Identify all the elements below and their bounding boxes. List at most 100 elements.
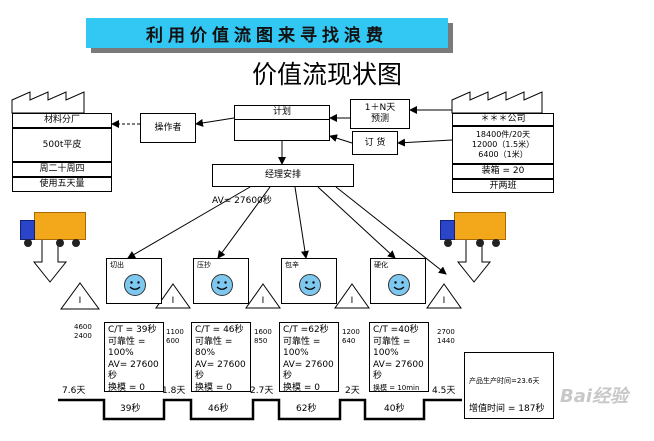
process-time-4: 40秒: [384, 404, 405, 414]
cycle-time: C/T = 39秒: [108, 325, 157, 335]
summary-box: 产品生产时间=23.6天 增值时间 = 187秒: [464, 352, 554, 419]
process-time-3: 62秒: [296, 404, 317, 414]
manager-box: 经理安排: [212, 164, 354, 187]
data-line: 换模 = 0: [108, 382, 145, 393]
data-line: 可靠性 =: [373, 336, 411, 347]
cycle-time: C/T = 46秒: [195, 325, 244, 335]
data-line: 可靠性 =: [108, 336, 146, 347]
customer-name: ＊＊＊公司: [452, 113, 554, 126]
wait-time-3: 2.7天: [250, 386, 274, 396]
supplier-factory-icon: [11, 91, 85, 114]
changeover-time: 换模 = 10min: [373, 383, 420, 392]
inventory-marker-5: I: [442, 295, 446, 306]
operator-box: 操作者: [140, 113, 196, 143]
customer-shift: 开两班: [452, 179, 554, 193]
data-line: 换模 = 0: [283, 382, 320, 393]
inventory-marker-1: I: [78, 295, 82, 306]
lead-time: 产品生产时间=23.6天: [469, 377, 540, 385]
data-line: 80%: [195, 348, 216, 358]
inventory-count-value: 2400: [74, 332, 92, 340]
customer-demand: 18400件/20天 12000（1.5米） 6400（1米）: [452, 126, 554, 164]
data-line: 可靠性 =: [195, 336, 233, 347]
banner-title: 利用价值流图来寻找浪费: [86, 18, 448, 48]
inventory-count-4: 1200 640: [342, 328, 360, 346]
supplier-inventory: 使用五天量: [12, 177, 112, 192]
supplier-spec: 500t平皮: [12, 128, 112, 162]
inventory-count-1: 4600 2400: [74, 323, 92, 341]
process-data-2: C/T = 46秒 可靠性 = 80% AV= 27600 秒 换模 = 0: [191, 322, 251, 393]
data-line: 秒: [373, 371, 383, 381]
process-data-3: C/T =62秒 可靠性 = 100% AV= 27600 秒 换模 = 0: [279, 322, 339, 393]
process-name: 硬化: [374, 261, 388, 269]
process-time-1: 39秒: [120, 404, 141, 414]
available-time-label: AV= 27600秒: [212, 196, 272, 206]
customer-truck-icon: [440, 212, 510, 247]
data-line: 100%: [373, 348, 399, 358]
data-line: 换模 = 0: [195, 382, 232, 393]
data-line: AV= 27600: [373, 359, 424, 370]
page-title: 价值流现状图: [251, 60, 402, 89]
data-line: 100%: [108, 348, 134, 358]
data-line: AV= 27600: [283, 359, 334, 370]
value-added-time: 增值时间 = 187秒: [469, 404, 545, 414]
wait-time-2: 1.8天: [162, 386, 186, 396]
process-data-4: C/T =40秒 可靠性 = 100% AV= 27600 秒 换模 = 10m…: [369, 322, 429, 392]
cycle-time: C/T =40秒: [373, 325, 419, 335]
wait-time-5: 4.5天: [432, 386, 456, 396]
inventory-count-value: 1200: [342, 328, 360, 336]
inventory-count-value: 1600: [254, 328, 272, 336]
smiley-face-icon: [211, 274, 233, 296]
customer-factory-icon: [451, 91, 543, 114]
process-name: 压抄: [197, 261, 211, 269]
plan-box: 计划: [234, 105, 330, 141]
process-box-4: 硬化: [370, 258, 426, 304]
data-line: 秒: [195, 371, 205, 381]
process-data-1: C/T = 39秒 可靠性 = 100% AV= 27600 秒 换模 = 0: [104, 322, 164, 393]
plan-label: 计划: [235, 106, 329, 120]
inventory-count-value: 2700: [437, 328, 455, 336]
data-line: AV= 27600: [195, 359, 246, 370]
inventory-count-value: 4600: [74, 323, 92, 331]
data-line: 100%: [283, 348, 309, 358]
supplier-truck-icon: [20, 212, 90, 247]
inventory-count-value: 1440: [437, 337, 455, 345]
data-line: 秒: [108, 371, 118, 381]
inventory-count-value: 1100: [166, 328, 184, 336]
customer-demand-total: 18400件/20天: [475, 130, 531, 139]
inventory-count-5: 2700 1440: [437, 328, 455, 346]
forecast-horizon: 1＋N天: [364, 103, 396, 113]
inventory-count-3: 1600 850: [254, 328, 272, 346]
smiley-face-icon: [124, 274, 146, 296]
data-line: 可靠性 =: [283, 336, 321, 347]
smiley-face-icon: [388, 274, 410, 296]
data-line: AV= 27600: [108, 359, 159, 370]
customer-demand-long: 12000（1.5米）: [471, 140, 535, 149]
cycle-time: C/T =62秒: [283, 325, 329, 335]
forecast-box: 1＋N天 预测: [350, 99, 410, 129]
customer-demand-short: 6400（1米）: [478, 150, 528, 159]
inventory-count-value: 600: [166, 337, 180, 345]
inventory-count-value: 640: [342, 337, 356, 345]
process-box-3: 包辛: [281, 258, 337, 304]
customer-packing: 装箱 = 20: [452, 164, 554, 179]
process-box-2: 压抄: [193, 258, 249, 304]
data-line: 秒: [283, 371, 293, 381]
wait-time-4: 2天: [345, 386, 360, 396]
wait-time-1: 7.6天: [62, 386, 86, 396]
inventory-count-2: 1100 600: [166, 328, 184, 346]
process-name: 包辛: [285, 261, 299, 269]
inventory-marker-2: I: [171, 295, 175, 306]
process-box-1: 切出: [106, 258, 162, 304]
order-box: 订 货: [352, 131, 398, 155]
process-time-2: 46秒: [208, 404, 229, 414]
watermark: Bai经验: [560, 386, 629, 407]
smiley-face-icon: [299, 274, 321, 296]
supplier-name: 材料分厂: [12, 113, 112, 128]
forecast-label: 预测: [370, 114, 389, 124]
inventory-marker-4: I: [350, 295, 354, 306]
process-name: 切出: [110, 261, 124, 269]
supplier-schedule: 周二十周四: [12, 162, 112, 177]
inventory-count-value: 850: [254, 337, 268, 345]
